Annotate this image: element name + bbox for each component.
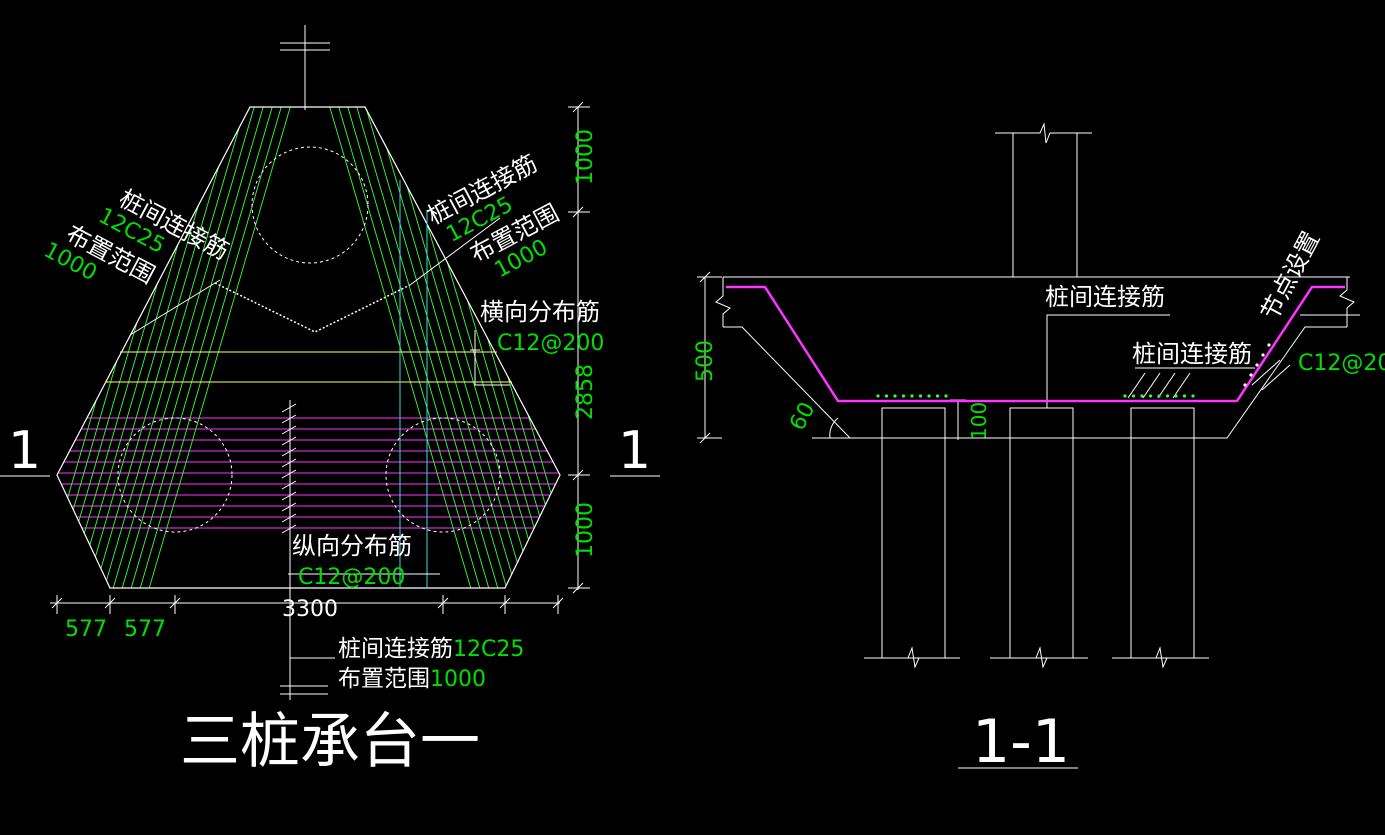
longitudinal-name: 纵向分布筋 xyxy=(292,532,412,560)
rebar-dot xyxy=(1255,363,1259,367)
pile-cap-outline xyxy=(56,106,561,589)
rebar-line xyxy=(70,107,242,588)
transverse-spec: C12@200 xyxy=(497,331,604,356)
pile-circle-top xyxy=(251,146,369,264)
rebar-line xyxy=(57,107,206,588)
rebar-line xyxy=(57,107,215,588)
plan-title: 三桩承台一 xyxy=(180,707,480,777)
section-labels: 桩间连接筋 桩间连接筋 节点设置 C12@200 500 100 60 1-1 xyxy=(693,227,1385,777)
rebar-line xyxy=(88,107,260,588)
rebar-dot xyxy=(1148,394,1153,398)
longitudinal-spec: C12@200 xyxy=(298,565,405,590)
dim-bottom: 1000 xyxy=(573,502,598,558)
rebar-line xyxy=(115,107,287,588)
dim-577-b: 577 xyxy=(124,617,166,642)
dim-width: 3300 xyxy=(282,597,338,622)
rebar-line xyxy=(281,469,297,479)
bottom-spec: 12C25 xyxy=(453,637,524,662)
rebar-line xyxy=(281,491,297,501)
rebar-line xyxy=(351,107,523,588)
section-title: 1-1 xyxy=(972,707,1070,777)
section-view xyxy=(697,122,1360,669)
section-mark-right: 1 xyxy=(618,421,651,481)
section-spec: C12@200 xyxy=(1298,351,1385,376)
transverse-name: 横向分布筋 xyxy=(480,298,600,326)
bottom-range-val: 1000 xyxy=(430,667,486,692)
bottom-name: 桩间连接筋 xyxy=(338,636,453,662)
rebar-line xyxy=(281,403,297,413)
rebar-line xyxy=(281,458,297,468)
dim-577-a: 577 xyxy=(65,617,107,642)
rebar-line xyxy=(360,107,532,588)
rebar-dot xyxy=(884,394,889,398)
rebar-line xyxy=(79,107,251,588)
section-rebar-dots xyxy=(876,343,1271,398)
rebar-line xyxy=(124,107,296,588)
rebar-dot xyxy=(893,394,897,398)
range-line xyxy=(214,282,411,333)
rebar-line xyxy=(324,107,496,588)
rebar-dot xyxy=(1267,343,1271,347)
dim-mid: 2858 xyxy=(573,364,598,420)
pile-cap-plan: 1 1 1000 2858 1000 xyxy=(0,25,660,777)
rebar-dot xyxy=(1182,394,1187,398)
rebar-dot xyxy=(901,394,906,398)
rebar-line xyxy=(281,524,297,534)
rebar-line xyxy=(106,107,278,588)
rebar-line xyxy=(315,107,487,588)
rebar-dot xyxy=(927,394,931,398)
rebar-line xyxy=(333,107,505,588)
rebar-dot xyxy=(944,394,948,398)
rebar-line xyxy=(57,107,224,588)
rebar-dot xyxy=(935,394,940,398)
rebar-dot xyxy=(1249,373,1253,377)
vertical-dimension xyxy=(568,101,590,594)
rebar-dot xyxy=(1123,394,1127,398)
rebar-line xyxy=(281,414,297,424)
rebar-dot xyxy=(1157,394,1161,398)
rebar-dot xyxy=(910,394,914,398)
rebar-line xyxy=(133,107,305,588)
section-angle: 60 xyxy=(785,398,820,434)
dim-top: 1000 xyxy=(573,129,598,185)
rebar-dot xyxy=(1140,394,1144,398)
rebar-dot xyxy=(918,394,923,398)
rebar-dot xyxy=(1165,394,1170,398)
section-mark-left: 1 xyxy=(8,421,41,481)
rebar-dot xyxy=(1131,394,1136,398)
horizontal-dimension xyxy=(50,595,564,614)
rebar-line xyxy=(61,107,233,588)
rebar-dot xyxy=(1261,353,1265,357)
rebar-line xyxy=(281,480,297,490)
pile-circle-left xyxy=(117,417,233,533)
bottom-range: 布置范围 xyxy=(338,666,430,692)
rebar-line xyxy=(281,425,297,435)
rebar-line xyxy=(281,447,297,457)
rebar-dot xyxy=(1243,383,1247,387)
rebar-dot xyxy=(1174,394,1178,398)
section-label-node: 节点设置 xyxy=(1256,227,1326,325)
section-dim-100: 100 xyxy=(967,402,991,440)
rebar-line xyxy=(97,107,269,588)
rebar-line xyxy=(281,502,297,512)
section-dim-height: 500 xyxy=(693,340,718,382)
rebar-dot xyxy=(1191,394,1195,398)
pile-circle-right xyxy=(385,417,501,533)
rebar-line xyxy=(281,513,297,523)
axis-hatch-ticks xyxy=(281,403,297,534)
rebar-line xyxy=(281,436,297,446)
rebar-line xyxy=(342,107,514,588)
rebar-line xyxy=(57,107,197,588)
section-label-mid: 桩间连接筋 xyxy=(1132,340,1252,368)
section-label-top: 桩间连接筋 xyxy=(1045,283,1165,311)
svg-text:桩间连接筋12C25: 桩间连接筋12C25 xyxy=(338,636,524,662)
rebar-dot xyxy=(876,394,880,398)
section-bottom-rebar xyxy=(726,285,1345,403)
svg-text:布置范围1000: 布置范围1000 xyxy=(338,666,486,692)
